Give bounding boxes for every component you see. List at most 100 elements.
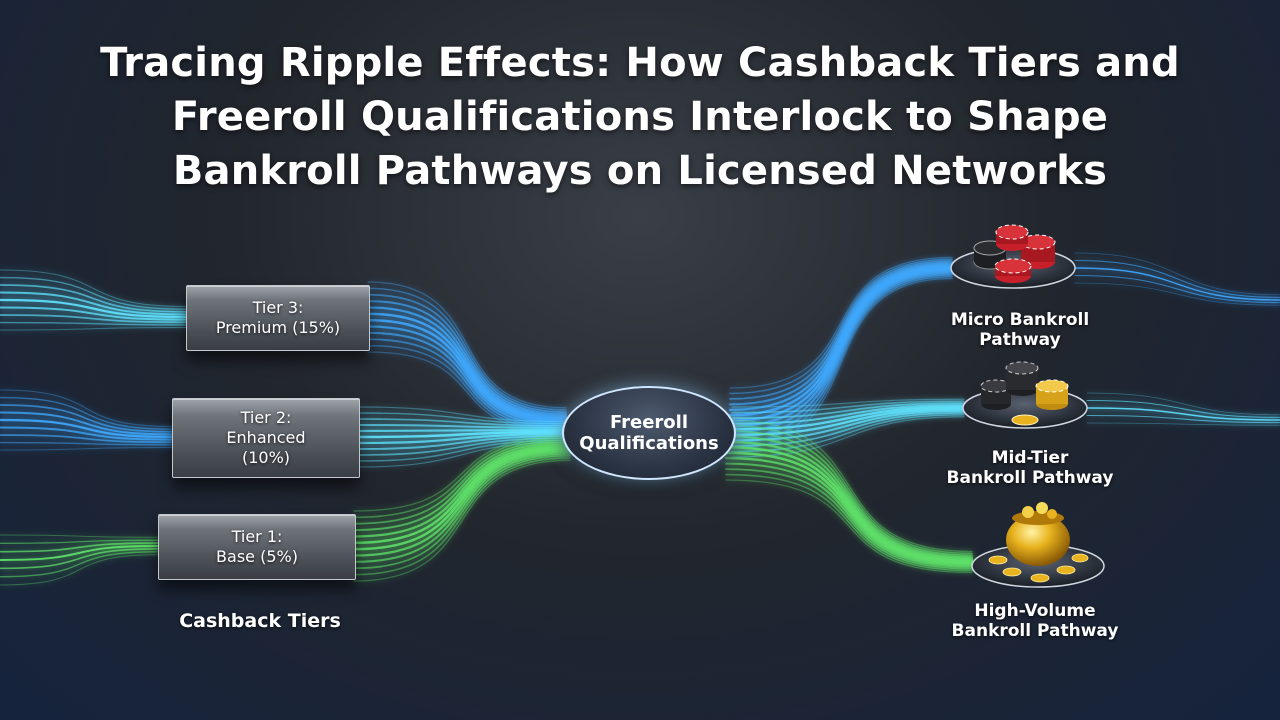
flow-line-micro-to-edge [1074,267,1280,301]
flow-line-tier-2-to-hub [356,433,568,445]
flow-line-edge-to-tier-3 [0,326,187,331]
flow-line-hub-to-micro [728,264,954,411]
flow-line-micro-to-edge [1074,282,1280,306]
tier-3-line-2: Premium (15%) [215,318,341,337]
flow-line-tier-3-to-hub [367,293,567,414]
micro-line-2: Pathway [979,330,1061,350]
flow-line-hub-to-mid [731,411,965,447]
flow-line-edge-to-tier-3 [0,298,188,319]
flow-line-edge-to-tier-2 [0,389,173,428]
hub-line-1: Freeroll [609,412,689,433]
flow-line-tier-1-to-hub [352,441,572,532]
flow-line-hub-to-high [725,468,973,570]
flow-line-tier-1-to-hub [352,447,572,551]
flow-line-tier-3-to-hub [366,306,568,418]
flow-line-edge-to-tier-2 [0,446,173,451]
flow-line-edge-to-tier-1 [0,539,159,544]
flow-line-edge-to-tier-1 [0,554,159,586]
flow-line-tier-1-to-hub [352,443,572,538]
cashback-tiers-label: Cashback Tiers [179,610,341,632]
flow-line-hub-to-high [724,462,974,568]
flow-line-tier-2-to-hub [357,435,567,450]
flow-line-hub-to-micro [729,258,953,395]
title-line-3: Bankroll Pathways on Licensed Networks [172,148,1108,194]
flow-line-tier-2-to-hub [357,418,567,427]
flow-line-tier-2-to-hub [356,428,568,433]
flow-line-hub-to-mid [731,414,965,453]
flow-line-tier-1-to-hub [352,450,572,557]
high-line-2: Bankroll Pathway [951,621,1119,641]
tier-3-box: Tier 3: Premium (15%) [186,285,370,351]
flow-line-edge-to-tier-3 [0,269,187,308]
flow-line-tier-3-to-hub [366,300,568,416]
gold-pot-icon [971,502,1105,588]
flow-line-hub-to-high [724,457,974,566]
high-line-1: High-Volume [974,601,1096,621]
flow-line-hub-to-mid [730,405,966,431]
flow-line-hub-to-micro [728,269,954,428]
flow-line-edge-to-tier-1 [0,545,159,561]
flow-line-tier-1-to-hub [353,437,571,519]
flow-line-tier-3-to-hub [366,312,568,421]
pathway-flow-streams [724,252,1280,574]
mid-line-2: Bankroll Pathway [946,468,1114,488]
flow-line-hub-to-mid [731,416,965,458]
flow-line-edge-to-tier-2 [0,441,173,446]
flow-line-edge-to-tier-3 [0,314,187,324]
hub-line-2: Qualifications [579,433,719,454]
title-line-1: Tracing Ripple Effects: How Cashback Tie… [100,40,1180,86]
flow-line-tier-1-to-hub [352,445,572,545]
flow-line-tier-1-to-hub [353,435,571,512]
flow-line-hub-to-high [725,419,973,553]
flow-line-hub-to-micro [729,260,953,400]
flow-line-hub-to-high [725,479,973,574]
flow-line-tier-2-to-hub [357,412,567,425]
flow-line-edge-to-tier-3 [0,306,187,321]
tier-1-line-1: Tier 1: [231,527,283,546]
flow-line-tier-1-to-hub [353,459,571,582]
flow-line-mid-to-edge [1086,392,1280,416]
flow-line-hub-to-high [725,430,973,557]
flow-line-hub-to-high [724,440,974,561]
title-line-2: Freeroll Qualifications Interlock to Sha… [171,94,1109,140]
flow-line-micro-to-edge [1074,252,1280,296]
flow-line-tier-3-to-hub [366,325,568,425]
flow-line-edge-to-tier-3 [0,276,187,310]
flow-line-tier-1-to-hub [352,452,572,563]
freeroll-qualifications-hub: Freeroll Qualifications [562,386,736,480]
mid-tier-bankroll-pathway-label: Mid-Tier Bankroll Pathway [930,448,1130,488]
flow-line-tier-3-to-hub [367,281,567,409]
flow-line-hub-to-mid [731,400,965,414]
high-volume-bankroll-pathway-label: High-Volume Bankroll Pathway [940,601,1130,641]
flow-line-hub-to-high [725,473,973,572]
flow-line-edge-to-tier-3 [0,291,187,316]
flow-line-mid-to-edge [1086,407,1280,421]
flow-line-edge-to-tier-3 [0,284,187,313]
flow-line-edge-to-tier-1 [0,551,159,578]
flow-line-mid-to-edge [1086,399,1280,418]
mid-line-1: Mid-Tier [991,448,1069,468]
flow-line-tier-2-to-hub [356,430,568,439]
flow-line-hub-to-mid [730,407,966,436]
poker-chips-icon [950,224,1076,289]
flow-line-tier-3-to-hub [367,287,567,411]
flow-line-hub-to-high [725,424,973,555]
tier-2-box: Tier 2: Enhanced (10%) [172,398,360,478]
flow-line-hub-to-micro [729,256,953,389]
flow-line-edge-to-tier-2 [0,434,173,444]
flow-line-hub-to-mid [731,398,965,408]
page-title: Tracing Ripple Effects: How Cashback Tie… [80,36,1200,198]
flow-line-tier-2-to-hub [357,406,567,423]
flow-line-micro-to-edge [1074,274,1280,304]
flow-line-tier-1-to-hub [353,439,571,525]
flow-line-micro-to-edge [1074,259,1280,298]
flow-line-tier-1-to-hub [353,457,571,576]
flow-line-hub-to-micro [728,265,954,417]
flow-line-edge-to-tier-2 [0,411,173,436]
flow-line-hub-to-high [724,446,974,563]
micro-line-1: Micro Bankroll [950,310,1090,330]
flow-line-hub-to-micro [728,267,954,422]
flow-line-hub-to-mid [731,409,965,442]
flow-line-tier-2-to-hub [357,424,567,429]
